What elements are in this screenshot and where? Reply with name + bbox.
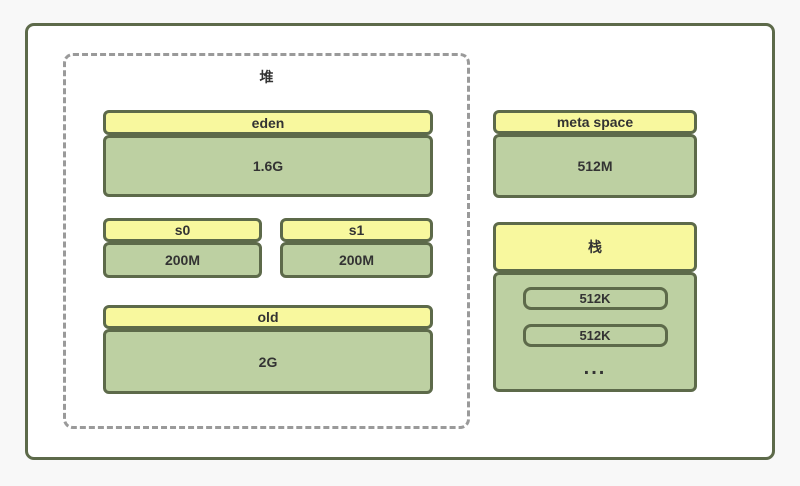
old-size-value: 2G — [103, 329, 433, 394]
eden-size-value: 1.6G — [103, 135, 433, 197]
heap-box-s0: s0 200M — [103, 218, 262, 278]
heap-box-s1: s1 200M — [280, 218, 433, 278]
s1-size-value: 200M — [280, 242, 433, 278]
stack-box: 栈 512K 512K ... — [493, 222, 697, 392]
old-label: old — [103, 305, 433, 329]
eden-label: eden — [103, 110, 433, 135]
meta-space-size-value: 512M — [493, 134, 697, 198]
s0-label: s0 — [103, 218, 262, 242]
stack-label: 栈 — [493, 222, 697, 272]
outer-frame: 堆 eden 1.6G s0 200M s1 200M old 2G meta … — [25, 23, 775, 460]
s1-label: s1 — [280, 218, 433, 242]
meta-space-label: meta space — [493, 110, 697, 134]
heap-region-title: 堆 — [259, 69, 274, 85]
stack-body: 512K 512K ... — [493, 272, 697, 392]
heap-box-old: old 2G — [103, 305, 433, 394]
stack-frame-item: 512K — [522, 324, 668, 347]
heap-region-outline — [63, 53, 470, 429]
s0-size-value: 200M — [103, 242, 262, 278]
stack-more-ellipsis: ... — [583, 357, 607, 379]
meta-space-box: meta space 512M — [493, 110, 697, 198]
heap-box-eden: eden 1.6G — [103, 110, 433, 197]
stack-frame-item: 512K — [522, 287, 668, 310]
